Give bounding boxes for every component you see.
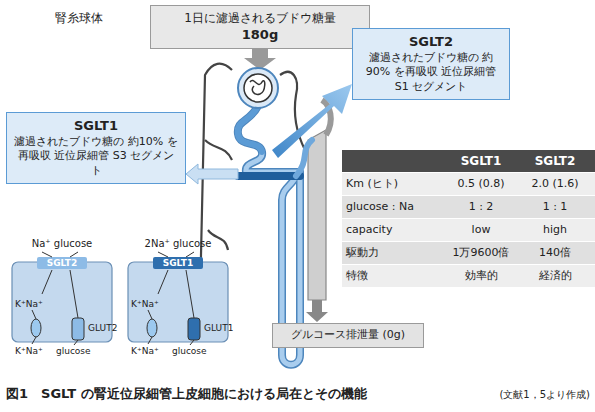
table-cell: 0.5 (0.8) bbox=[444, 173, 518, 195]
excretion-arrow bbox=[306, 300, 328, 322]
table-row bbox=[342, 173, 595, 195]
table-cell: 1万9600倍 bbox=[444, 242, 518, 264]
table-cell: high bbox=[518, 219, 592, 241]
table-cell: low bbox=[444, 219, 518, 241]
filter-arrow bbox=[244, 46, 276, 70]
table-cell: SGLT1 bbox=[444, 150, 518, 172]
epithelial-cell: 2Na⁺ glucoseSGLT1K⁺Na⁺K⁺Na⁺GLUT1glucose bbox=[128, 262, 228, 342]
sglt1-box: SGLT1濾過されたブドウ糖の 約10% を再吸収 近位尿細管 S3 セグメント bbox=[6, 112, 186, 184]
sglt2-box: SGLT2濾過されたブドウ糖の 約90% を再吸収 近位尿細管 S1 セグメント bbox=[352, 28, 510, 100]
glomerulus-loops bbox=[250, 80, 265, 94]
table-cell: 140倍 bbox=[518, 242, 592, 264]
table-header bbox=[342, 150, 595, 172]
sglt1-arrow bbox=[186, 164, 238, 184]
source-note: (文献1，5より作成) bbox=[455, 388, 590, 402]
node-heading: Na⁺ glucose bbox=[12, 238, 112, 250]
node-text: 180g bbox=[157, 26, 363, 44]
node-text: glucose bbox=[172, 345, 207, 357]
table-row bbox=[342, 242, 595, 264]
node-text: K⁺Na⁺ bbox=[15, 345, 43, 357]
table-cell: glucose : Na bbox=[346, 196, 442, 218]
node-heading: 2Na⁺ glucose bbox=[128, 238, 228, 250]
node-text: K⁺Na⁺ bbox=[131, 298, 159, 310]
node-text: SGLT1 bbox=[153, 257, 203, 269]
node-text: GLUT1 bbox=[204, 322, 233, 334]
collecting-duct bbox=[308, 130, 326, 300]
node-text: SGLT2 bbox=[37, 257, 87, 269]
node-text: 濾過されたブドウ糖の 約90% を再吸収 近位尿細管 S1 セグメント bbox=[359, 51, 503, 96]
table-row bbox=[342, 196, 595, 218]
node-heading: グルコース排泄量 (0g) bbox=[279, 328, 417, 343]
glomerulus bbox=[244, 74, 272, 102]
table-cell: Km (ヒト) bbox=[346, 173, 442, 195]
excretion-box: グルコース排泄量 (0g) bbox=[272, 323, 424, 348]
sglt2-arrow bbox=[272, 84, 352, 158]
node-text: glucose bbox=[56, 345, 91, 357]
table-cell: 1 : 2 bbox=[444, 196, 518, 218]
node-heading: SGLT2 bbox=[359, 33, 503, 51]
table-cell: 2.0 (1.6) bbox=[518, 173, 592, 195]
node-text: 濾過されたブドウ糖の 約10% を再吸収 近位尿細管 S3 セグメント bbox=[13, 135, 179, 180]
epithelial-cell: Na⁺ glucoseSGLT2K⁺Na⁺K⁺Na⁺GLUT2glucose bbox=[12, 262, 112, 342]
structure-label: 腎糸球体 bbox=[55, 10, 135, 26]
node-text: K⁺Na⁺ bbox=[131, 345, 159, 357]
table-cell: 経済的 bbox=[518, 265, 592, 287]
table-cell: 特徴 bbox=[346, 265, 442, 287]
bowman-capsule bbox=[238, 68, 278, 108]
table-cell: 1 : 1 bbox=[518, 196, 592, 218]
node-text: K⁺Na⁺ bbox=[15, 298, 43, 310]
table-cell: 効率的 bbox=[444, 265, 518, 287]
table-cell: 駆動力 bbox=[346, 242, 442, 264]
table-cell: SGLT2 bbox=[518, 150, 592, 172]
node-heading: SGLT1 bbox=[13, 117, 179, 135]
filtered-amount-box: 1日に濾過されるブドウ糖量180g bbox=[150, 5, 370, 49]
table-row bbox=[342, 265, 595, 287]
figure-caption: 図1 SGLT の腎近位尿細管上皮細胞における局在とその機能 bbox=[6, 385, 367, 403]
table-row bbox=[342, 219, 595, 241]
node-heading: 1日に濾過されるブドウ糖量 bbox=[157, 10, 363, 26]
node-text: GLUT2 bbox=[88, 322, 117, 334]
table-cell: capacity bbox=[346, 219, 442, 241]
